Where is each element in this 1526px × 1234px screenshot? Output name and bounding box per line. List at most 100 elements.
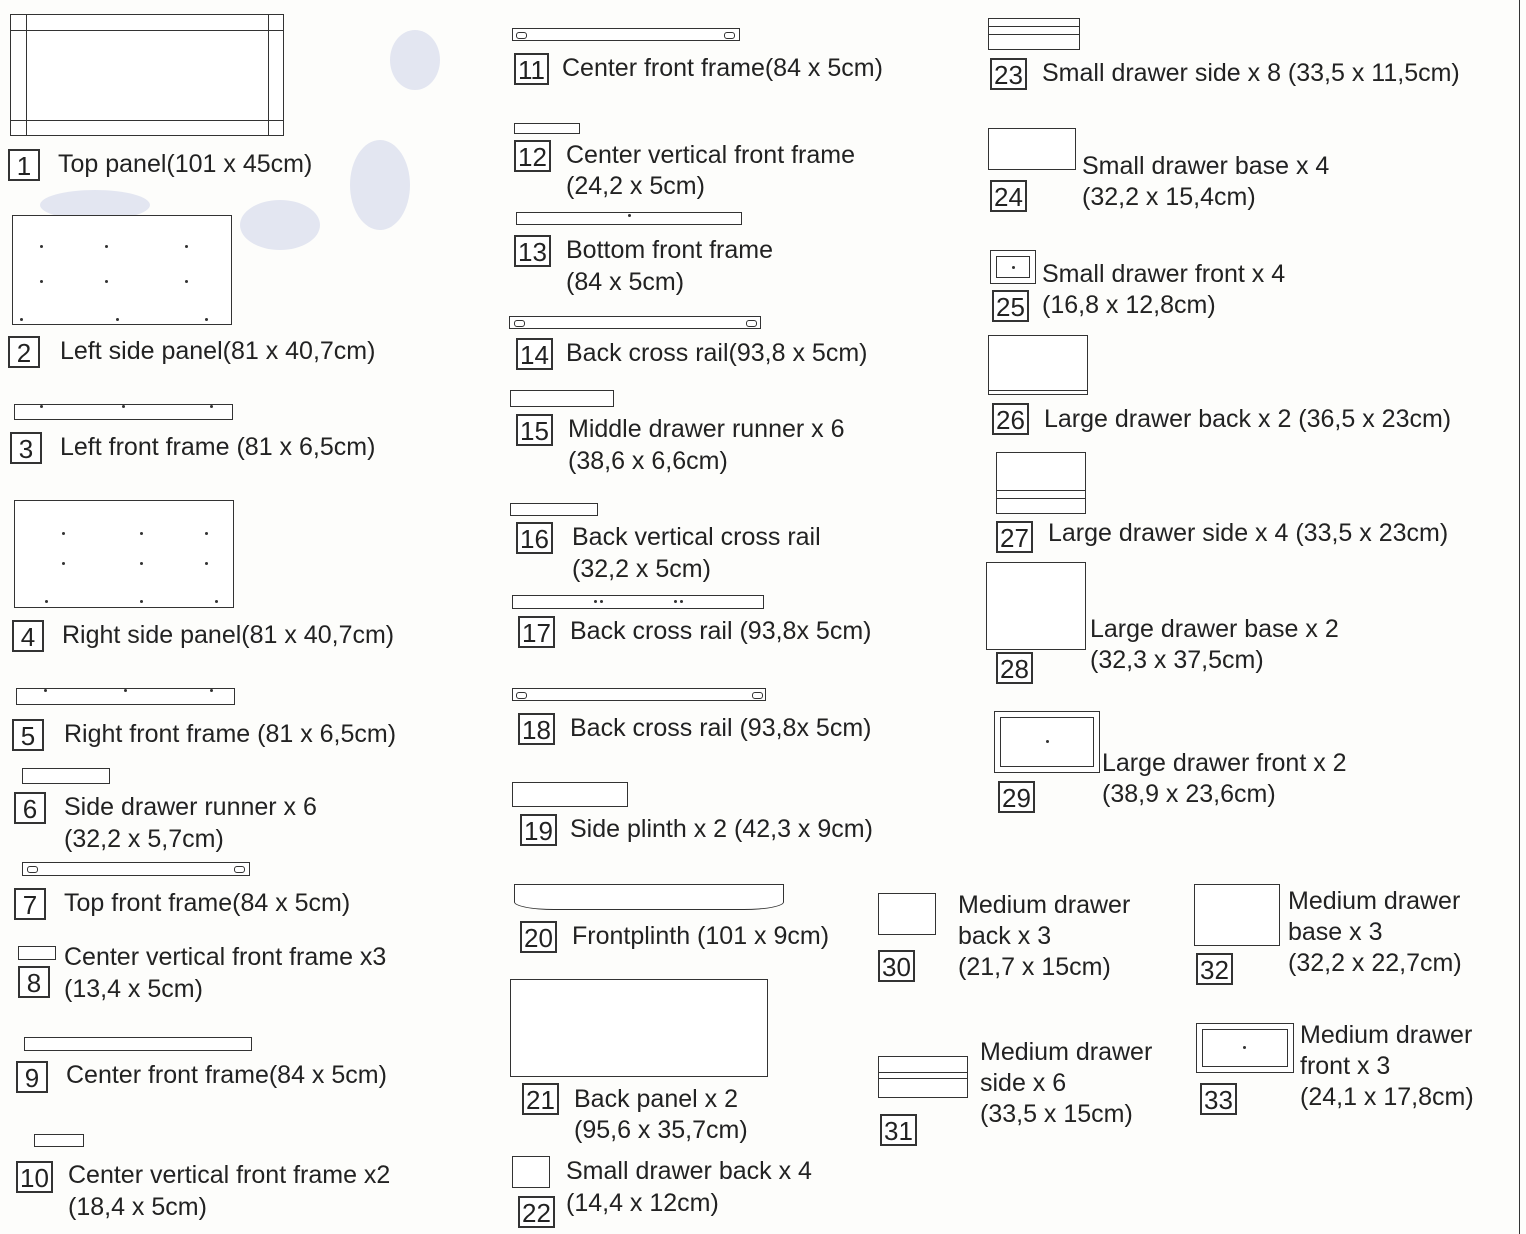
part-number: 19: [520, 814, 557, 846]
front-plinth-drawing: [514, 884, 784, 910]
part-number: 26: [992, 403, 1029, 435]
center-front-frame-drawing: [512, 28, 740, 41]
part-label: Small drawer back x 4: [566, 1157, 812, 1185]
part-number: 33: [1200, 1083, 1237, 1115]
small-drawer-back-drawing: [512, 1156, 550, 1188]
part-label-line2: back x 3: [958, 922, 1052, 950]
part-number: 1: [8, 149, 40, 181]
top-panel-drawing: [10, 14, 284, 136]
part-number: 15: [516, 414, 553, 446]
part-label-line3: (32,2 x 22,7cm): [1288, 949, 1462, 977]
left-front-frame-drawing: [14, 404, 233, 420]
part-label: Top panel(101 x 45cm): [58, 150, 313, 178]
part-number: 7: [14, 888, 46, 920]
part-label-line2: (38,6 x 6,6cm): [568, 447, 728, 475]
part-number: 30: [878, 950, 915, 982]
part-label-line2: (32,2 x 5cm): [572, 555, 711, 583]
part-label: Large drawer base x 2: [1090, 615, 1339, 643]
part-number: 11: [514, 53, 549, 85]
part-label: Left front frame (81 x 6,5cm): [60, 433, 376, 461]
part-label-line2: (95,6 x 35,7cm): [574, 1116, 748, 1144]
ink-stain: [350, 140, 410, 230]
part-number: 4: [12, 620, 44, 652]
back-vertical-cross-rail-drawing: [510, 503, 598, 516]
part-label: Bottom front frame: [566, 236, 774, 264]
back-panel-drawing: [510, 979, 768, 1077]
part-label: Center vertical front frame x3: [64, 943, 387, 971]
large-drawer-side-drawing: [996, 452, 1086, 514]
part-label: Back cross rail(93,8 x 5cm): [566, 339, 868, 367]
right-side-panel-drawing: [14, 500, 234, 608]
part-label: Back cross rail (93,8x 5cm): [570, 617, 872, 645]
part-label: Left side panel(81 x 40,7cm): [60, 337, 376, 365]
part-label: Medium drawer: [1288, 887, 1461, 915]
part-label: Large drawer front x 2: [1102, 749, 1347, 777]
part-number: 31: [880, 1114, 917, 1146]
part-number: 17: [518, 616, 555, 648]
right-front-frame-drawing: [16, 688, 235, 705]
part-label: Large drawer back x 2 (36,5 x 23cm): [1044, 405, 1452, 433]
part-label-line2: (38,9 x 23,6cm): [1102, 780, 1276, 808]
part-label: Small drawer base x 4: [1082, 152, 1330, 180]
part-label-line3: (24,1 x 17,8cm): [1300, 1083, 1474, 1111]
part-number: 5: [12, 719, 44, 751]
part-number: 23: [990, 58, 1027, 90]
medium-drawer-base-drawing: [1194, 884, 1280, 946]
part-number: 2: [8, 336, 40, 368]
part-label-line2: (18,4 x 5cm): [68, 1193, 207, 1221]
part-number: 28: [996, 652, 1033, 684]
part-label-line2: (84 x 5cm): [566, 268, 685, 296]
back-cross-rail-drawing: [509, 316, 761, 329]
part-number: 18: [518, 713, 555, 745]
part-number: 3: [10, 432, 42, 464]
part-number: 8: [18, 966, 50, 998]
part-label: Medium drawer: [980, 1038, 1153, 1066]
ink-stain: [240, 200, 320, 250]
middle-drawer-runner-drawing: [510, 390, 614, 407]
part-label: Right front frame (81 x 6,5cm): [64, 720, 397, 748]
side-plinth-drawing: [512, 782, 628, 807]
back-cross-rail-drawing: [512, 688, 766, 701]
part-number: 25: [992, 290, 1029, 322]
part-label-line3: (33,5 x 15cm): [980, 1100, 1133, 1128]
part-label: Middle drawer runner x 6: [568, 415, 845, 443]
center-vertical-frame-drawing: [514, 123, 580, 134]
part-number: 6: [14, 792, 46, 824]
part-number: 13: [514, 235, 551, 267]
part-number: 12: [514, 140, 551, 172]
part-label-line2: front x 3: [1300, 1052, 1391, 1080]
part-label: Back panel x 2: [574, 1085, 738, 1113]
part-label: Back vertical cross rail: [572, 523, 821, 551]
center-front-frame-drawing: [24, 1037, 252, 1051]
part-label-line2: (32,2 x 5,7cm): [64, 825, 224, 853]
part-label: Right side panel(81 x 40,7cm): [62, 621, 395, 649]
part-number: 24: [990, 180, 1027, 212]
medium-drawer-side-drawing: [878, 1056, 968, 1098]
part-label: Large drawer side x 4 (33,5 x 23cm): [1048, 519, 1449, 547]
part-label: Center front frame(84 x 5cm): [562, 54, 883, 82]
part-label: Center vertical front frame: [566, 141, 855, 169]
part-label-line3: (21,7 x 15cm): [958, 953, 1111, 981]
part-label: Medium drawer: [1300, 1021, 1473, 1049]
small-drawer-base-drawing: [988, 128, 1076, 170]
part-label-line2: (24,2 x 5cm): [566, 172, 705, 200]
part-number: 27: [996, 521, 1033, 553]
part-number: 22: [518, 1196, 555, 1228]
part-label: Side plinth x 2 (42,3 x 9cm): [570, 815, 873, 843]
part-label: Back cross rail (93,8x 5cm): [570, 714, 872, 742]
ink-stain: [390, 30, 440, 90]
center-vertical-frame-drawing: [34, 1134, 84, 1147]
large-drawer-base-drawing: [986, 562, 1086, 650]
part-number: 20: [520, 921, 557, 953]
part-label-line2: (14,4 x 12cm): [566, 1189, 719, 1217]
part-label: Center vertical front frame x2: [68, 1161, 391, 1189]
part-number: 10: [16, 1161, 53, 1193]
part-label-line2: base x 3: [1288, 918, 1383, 946]
part-number: 16: [516, 522, 553, 554]
part-label: Side drawer runner x 6: [64, 793, 317, 821]
part-label: Medium drawer: [958, 891, 1131, 919]
part-label: Center front frame(84 x 5cm): [66, 1061, 387, 1089]
part-label-line2: (32,2 x 15,4cm): [1082, 183, 1256, 211]
part-label: Frontplinth (101 x 9cm): [572, 922, 830, 950]
page-right-border: [1519, 0, 1520, 1234]
